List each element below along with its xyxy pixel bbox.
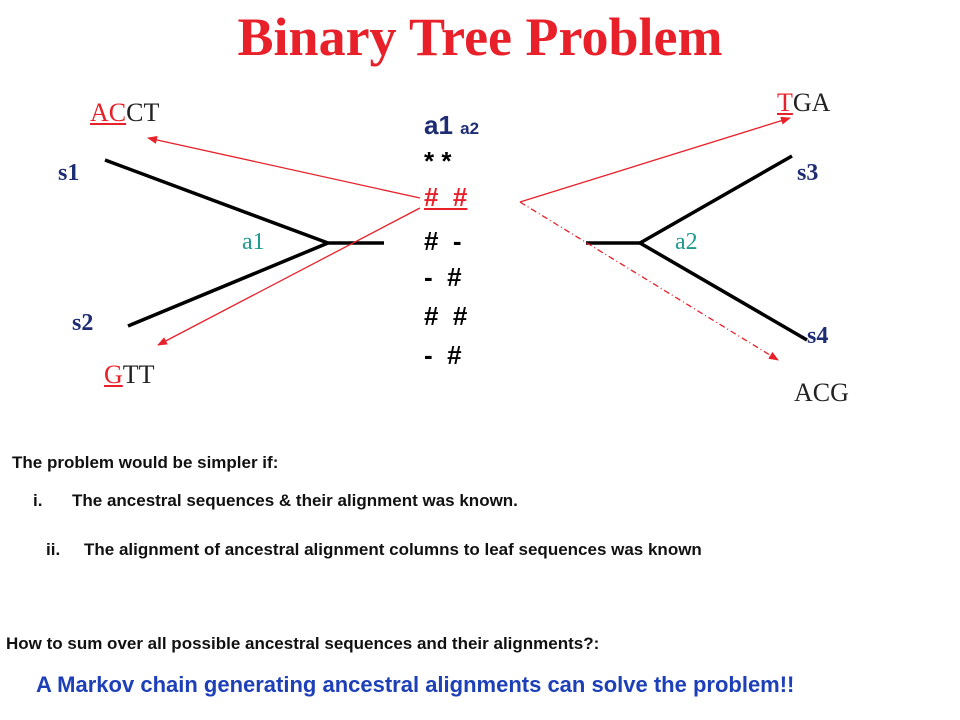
alignment-row: - # (424, 262, 462, 292)
conclusion: A Markov chain generating ancestral alig… (36, 672, 795, 697)
note-item1-marker: i. (33, 491, 43, 510)
alignment-row: # # (424, 301, 468, 331)
alignment-row: - # (424, 340, 462, 370)
leaf-seq-s1: ACCT (90, 98, 159, 128)
leaf-name-s2: s2 (72, 310, 94, 336)
seq-s2-highlight: G (104, 360, 123, 389)
ancestor-name-a1: a1 (242, 229, 265, 255)
leaf-name-s4: s4 (807, 323, 829, 349)
alignment-row: * * (424, 146, 452, 176)
leaf-seq-s2: GTT (104, 360, 155, 390)
note-item2: The alignment of ancestral alignment col… (84, 540, 702, 559)
branch-s2-a1 (127, 241, 329, 328)
seq-s1-highlight: AC (90, 98, 127, 127)
leaf-name-s3: s3 (797, 160, 819, 186)
arrow-to-accT (147, 136, 421, 199)
seq-s1-rest: CT (126, 98, 160, 127)
arrow-to-gtt (157, 207, 421, 346)
alignment-header: a1 a2 (424, 110, 479, 141)
page-title: Binary Tree Problem (237, 7, 723, 67)
note-intro: The problem would be simpler if: (12, 453, 279, 472)
branch-s1-a1 (104, 158, 329, 245)
branch-s4-a2 (639, 241, 808, 342)
alignment-header-a1: a1 (424, 110, 453, 140)
seq-s2-rest: TT (122, 360, 155, 389)
alignment-row-highlighted: # # (424, 182, 468, 212)
leaf-name-s1: s1 (58, 160, 80, 186)
seq-s4-rest: ACG (794, 378, 849, 407)
alignment-row: # - (424, 226, 462, 256)
ancestor-name-a2: a2 (675, 229, 698, 255)
leaf-seq-s3: TGA (777, 88, 830, 118)
note-item2-marker: ii. (46, 540, 61, 559)
seq-s3-highlight: T (777, 88, 793, 117)
arrow-to-tga (519, 116, 791, 203)
arrow-to-acg (519, 201, 779, 361)
note-item1: The ancestral sequences & their alignmen… (72, 491, 518, 510)
seq-s3-rest: GA (792, 88, 831, 117)
branch-s3-a2 (639, 154, 793, 245)
alignment-header-a2: a2 (460, 119, 480, 138)
leaf-seq-s4: ACG (794, 378, 849, 408)
note-question: How to sum over all possible ancestral s… (6, 634, 600, 653)
